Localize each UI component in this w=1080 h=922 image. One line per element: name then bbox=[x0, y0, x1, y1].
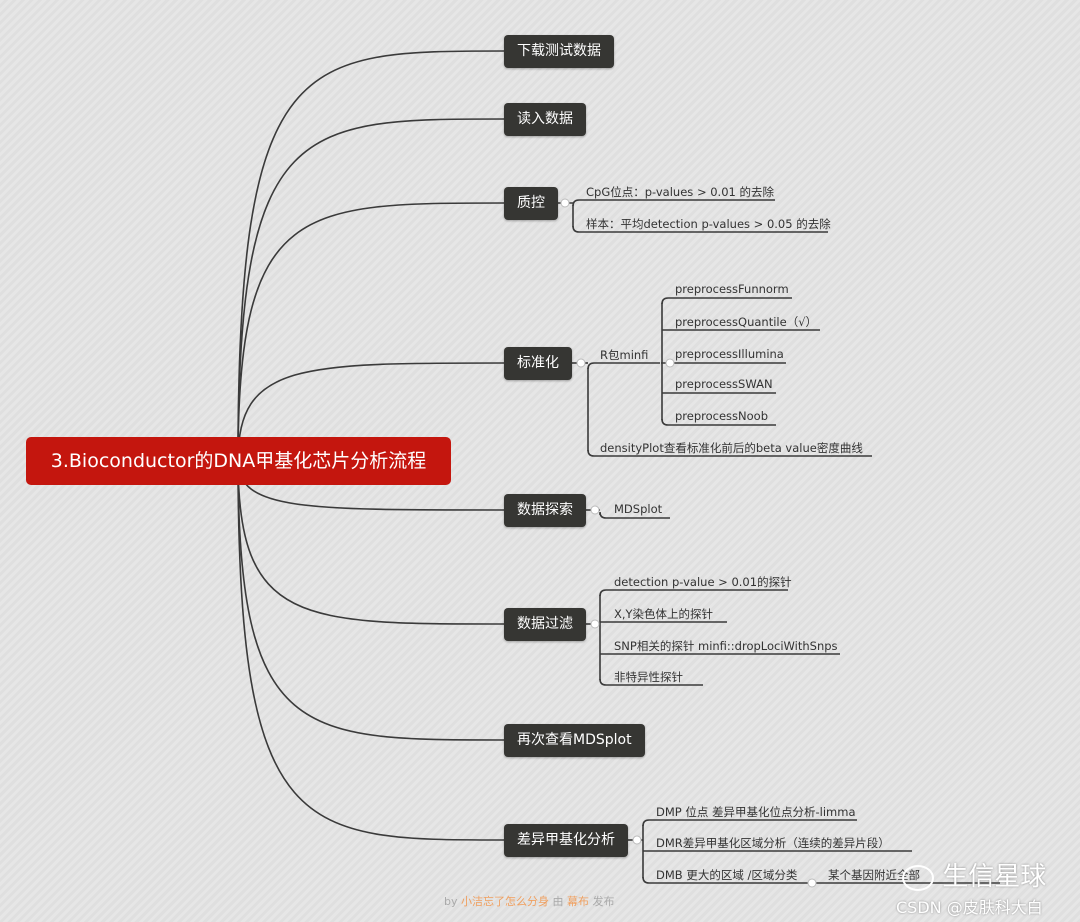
leaf-item[interactable]: DMP 位点 差异甲基化位点分析-limma bbox=[656, 805, 856, 819]
leaf-underline bbox=[642, 819, 857, 827]
leaf-item[interactable]: 样本：平均detection p-values > 0.05 的去除 bbox=[586, 217, 831, 231]
branch-node[interactable]: 标准化 bbox=[504, 347, 572, 380]
leaf-item[interactable]: 非特异性探针 bbox=[614, 670, 683, 684]
watermark-brand-text: 生信星球 bbox=[942, 862, 1047, 892]
leaf-item[interactable]: preprocessIllumina bbox=[675, 347, 784, 361]
branch-node[interactable]: 数据过滤 bbox=[504, 608, 586, 641]
branch-node[interactable]: 质控 bbox=[504, 187, 558, 220]
leaf-underline bbox=[642, 876, 812, 884]
leaf-underline bbox=[587, 362, 660, 370]
footer-app-link[interactable]: 幕布 bbox=[567, 895, 589, 908]
leaf-underline bbox=[599, 511, 670, 519]
leaf-underline bbox=[572, 199, 775, 207]
leaf-item[interactable]: SNP相关的探针 minfi::dropLociWithSnps bbox=[614, 639, 838, 653]
branch-node[interactable]: 再次查看MDSplot bbox=[504, 724, 645, 757]
footer-via: 由 bbox=[552, 895, 564, 908]
footer: by 小洁忘了怎么分身 由 幕布 发布 bbox=[444, 893, 615, 909]
leaf-underline bbox=[587, 449, 872, 457]
leaf-item[interactable]: detection p-value > 0.01的探针 bbox=[614, 575, 792, 589]
leaf-item[interactable]: preprocessNoob bbox=[675, 409, 769, 423]
footer-by: by bbox=[444, 895, 458, 908]
collapse-toggle[interactable] bbox=[576, 358, 586, 368]
leaf-item[interactable]: DMR差异甲基化区域分析（连续的差异片段） bbox=[656, 836, 890, 850]
leaf-underline bbox=[572, 225, 828, 233]
collapse-toggle[interactable] bbox=[590, 505, 600, 515]
leaf-item[interactable]: preprocessFunnorm bbox=[675, 282, 789, 296]
branch-curve bbox=[237, 459, 505, 841]
branch-curve bbox=[237, 362, 505, 461]
branch-curve bbox=[237, 50, 505, 461]
leaf-item[interactable]: DMB 更大的区域 /区域分类 bbox=[656, 868, 798, 882]
leaf-item[interactable]: densityPlot查看标准化前后的beta value密度曲线 bbox=[600, 441, 863, 455]
watermark-brand: 生信星球 bbox=[902, 856, 1046, 893]
branch-curve bbox=[237, 459, 505, 741]
wechat-icon bbox=[902, 864, 934, 891]
branch-curve bbox=[237, 459, 505, 625]
branch-node[interactable]: 数据探索 bbox=[504, 494, 586, 527]
branch-curve bbox=[237, 118, 505, 461]
leaf-item[interactable]: preprocessQuantile（√） bbox=[675, 315, 818, 329]
collapse-toggle[interactable] bbox=[560, 198, 570, 208]
leaf-underline bbox=[599, 678, 703, 686]
footer-author-link[interactable]: 小洁忘了怎么分身 bbox=[461, 895, 549, 908]
leaf-underline bbox=[599, 589, 788, 597]
branch-node[interactable]: 下载测试数据 bbox=[504, 35, 614, 68]
leaf-item[interactable]: R包minfi bbox=[600, 348, 649, 362]
collapse-toggle[interactable] bbox=[807, 878, 817, 888]
collapse-toggle[interactable] bbox=[632, 835, 642, 845]
footer-published: 发布 bbox=[592, 895, 615, 908]
leaf-underline bbox=[661, 418, 776, 426]
branch-curve bbox=[237, 202, 505, 461]
leaf-item[interactable]: X,Y染色体上的探针 bbox=[614, 607, 714, 621]
leaf-underline bbox=[661, 297, 792, 305]
leaf-item[interactable]: MDSplot bbox=[614, 502, 663, 516]
collapse-toggle[interactable] bbox=[665, 358, 675, 368]
branch-node[interactable]: 差异甲基化分析 bbox=[504, 824, 628, 857]
branch-node[interactable]: 读入数据 bbox=[504, 103, 586, 136]
leaf-item[interactable]: 某个基因附近全部 bbox=[828, 868, 920, 882]
root-node[interactable]: 3.Bioconductor的DNA甲基化芯片分析流程 bbox=[26, 437, 451, 485]
collapse-toggle[interactable] bbox=[590, 619, 600, 629]
watermark-credit: CSDN @皮肤科大白 bbox=[896, 898, 1043, 917]
leaf-item[interactable]: preprocessSWAN bbox=[675, 377, 773, 391]
leaf-item[interactable]: CpG位点：p-values > 0.01 的去除 bbox=[586, 185, 774, 199]
